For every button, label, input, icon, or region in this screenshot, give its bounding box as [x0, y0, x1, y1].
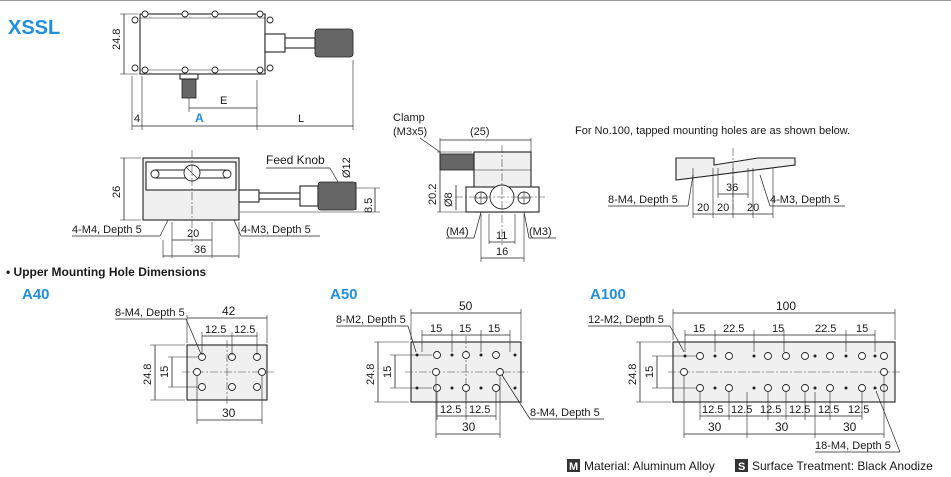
a100-bottom-dim-4: 12.5: [789, 404, 810, 416]
a100-dim-30-2: 30: [775, 420, 789, 434]
end-view: Clamp (M3x5) (25) 20.2 Ø8 (M4) (M3): [393, 112, 556, 262]
a100-holes: [680, 352, 888, 392]
material-badge-letter: M: [569, 461, 578, 473]
a100-bottom-dim-5: 12.5: [818, 404, 839, 416]
no100-plate: [675, 157, 796, 181]
a100-top-dim-1: 15: [693, 323, 705, 335]
clamp-label-1: Clamp: [393, 112, 425, 124]
a100-dim-100: 100: [776, 299, 796, 313]
surface-badge: [735, 459, 748, 472]
top-view-knob: [314, 28, 354, 58]
dim-8-5: 8.5: [363, 198, 375, 213]
a100-dim-30-3: 30: [843, 420, 857, 434]
no100-m4-label: 8-M4, Depth 5: [608, 194, 678, 206]
a50-top-dim-2: 15: [459, 323, 471, 335]
a50-bottom-dim-1: 12.5: [440, 404, 461, 416]
a50-holes: [415, 351, 517, 392]
no100-dim-20-1: 20: [697, 202, 709, 214]
dim-phi12: Ø12: [341, 157, 353, 178]
dim-e: E: [220, 95, 227, 107]
material-badge: [567, 459, 580, 472]
side-m4-label: 4-M4, Depth 5: [72, 224, 142, 236]
a50-drawing: A50 8-M2, Depth 5 50 15 15 15 24.8: [330, 286, 604, 438]
dim-20-2: 20.2: [427, 184, 439, 205]
a100-drawing: A100 12-M2, Depth 5 100 15: [588, 286, 902, 453]
a40-drawing: A40 8-M4, Depth 5 42 12.5 12.5 24.8 15: [22, 286, 275, 424]
a100-bottom-dim-1: 12.5: [702, 404, 723, 416]
a50-m2-label: 8-M2, Depth 5: [336, 314, 406, 326]
a100-dim-24-8: 24.8: [627, 364, 639, 385]
a40-label: 8-M4, Depth 5: [115, 307, 185, 319]
a40-dim-24-8: 24.8: [142, 364, 154, 385]
a50-dim-50: 50: [459, 299, 473, 313]
a50-title: A50: [330, 286, 358, 303]
dim-11: 11: [496, 230, 507, 242]
a50-dim-30: 30: [462, 420, 476, 434]
a40-dim-30: 30: [222, 406, 236, 420]
a100-top-dim-2: 22.5: [723, 323, 744, 335]
a50-top-dim-1: 15: [430, 323, 442, 335]
a100-dim-30-1: 30: [708, 420, 722, 434]
surface-text: Surface Treatment: Black Anodize: [752, 459, 933, 473]
a40-dim-12-5b: 12.5: [234, 324, 255, 336]
dim-4: 4: [134, 113, 140, 125]
a100-bottom-dim-2: 12.5: [731, 404, 752, 416]
a40-dim-12-5a: 12.5: [205, 324, 226, 336]
a40-dim-42: 42: [222, 304, 236, 318]
a50-dim-15: 15: [382, 366, 394, 378]
side-view-knob: [317, 181, 357, 211]
end-m4-label: (M4): [446, 226, 469, 238]
a100-dim-15: 15: [644, 366, 656, 378]
no100-detail: For No.100, tapped mounting holes are as…: [575, 125, 850, 218]
upper-mounting-heading: • Upper Mounting Hole Dimensions: [6, 265, 207, 279]
side-dim-20: 20: [187, 228, 199, 240]
feed-knob-label: Feed Knob: [266, 153, 325, 167]
top-view: 24.8 E 4 A L: [111, 10, 354, 130]
dim-26: 26: [111, 186, 123, 198]
a40-holes: [193, 353, 266, 391]
legend: M Material: Aluminum Alloy S Surface Tre…: [567, 459, 933, 473]
a40-dim-15: 15: [159, 366, 171, 378]
a100-m4-label: 18-M4, Depth 5: [815, 440, 891, 452]
a50-dim-24-8: 24.8: [365, 364, 377, 385]
a100-bottom-dim-6: 12.5: [848, 404, 869, 416]
a100-top-dim-5: 15: [856, 323, 868, 335]
no100-dim-20-3: 20: [747, 202, 759, 214]
clamp-label-2: (M3x5): [393, 126, 427, 138]
no100-note: For No.100, tapped mounting holes are as…: [575, 125, 850, 137]
surface-badge-letter: S: [738, 461, 745, 473]
side-view: Feed Knob Ø12 8.5 26 4-M4, Depth 5 4-M3,…: [72, 150, 380, 258]
side-m3-label: 4-M3, Depth 5: [241, 224, 311, 236]
no100-dim-20-2: 20: [717, 202, 729, 214]
a100-m2-label: 12-M2, Depth 5: [588, 314, 664, 326]
dim-phi8: Ø8: [443, 192, 455, 207]
a50-top-dim-3: 15: [488, 323, 500, 335]
top-view-height-dim: 24.8: [111, 29, 123, 50]
a100-top-dim-3: 15: [772, 323, 784, 335]
a40-title: A40: [22, 286, 50, 303]
model-title: XSSL: [8, 17, 60, 39]
no100-dim-36: 36: [726, 182, 738, 194]
a100-top-dim-4: 22.5: [815, 323, 836, 335]
a50-m4-label: 8-M4, Depth 5: [530, 407, 600, 419]
a100-bottom-dim-3: 12.5: [760, 404, 781, 416]
material-text: Material: Aluminum Alloy: [584, 459, 715, 473]
dim-l: L: [298, 113, 304, 125]
no100-m3-label: 4-M3, Depth 5: [770, 194, 840, 206]
dim-25: (25): [470, 126, 490, 138]
end-m3-label: (M3): [529, 226, 552, 238]
a100-title: A100: [590, 286, 626, 303]
dim-a: A: [195, 111, 204, 125]
side-dim-36: 36: [194, 244, 206, 256]
dim-16: 16: [496, 246, 508, 258]
top-view-body: [139, 13, 266, 75]
a50-bottom-dim-2: 12.5: [469, 404, 490, 416]
